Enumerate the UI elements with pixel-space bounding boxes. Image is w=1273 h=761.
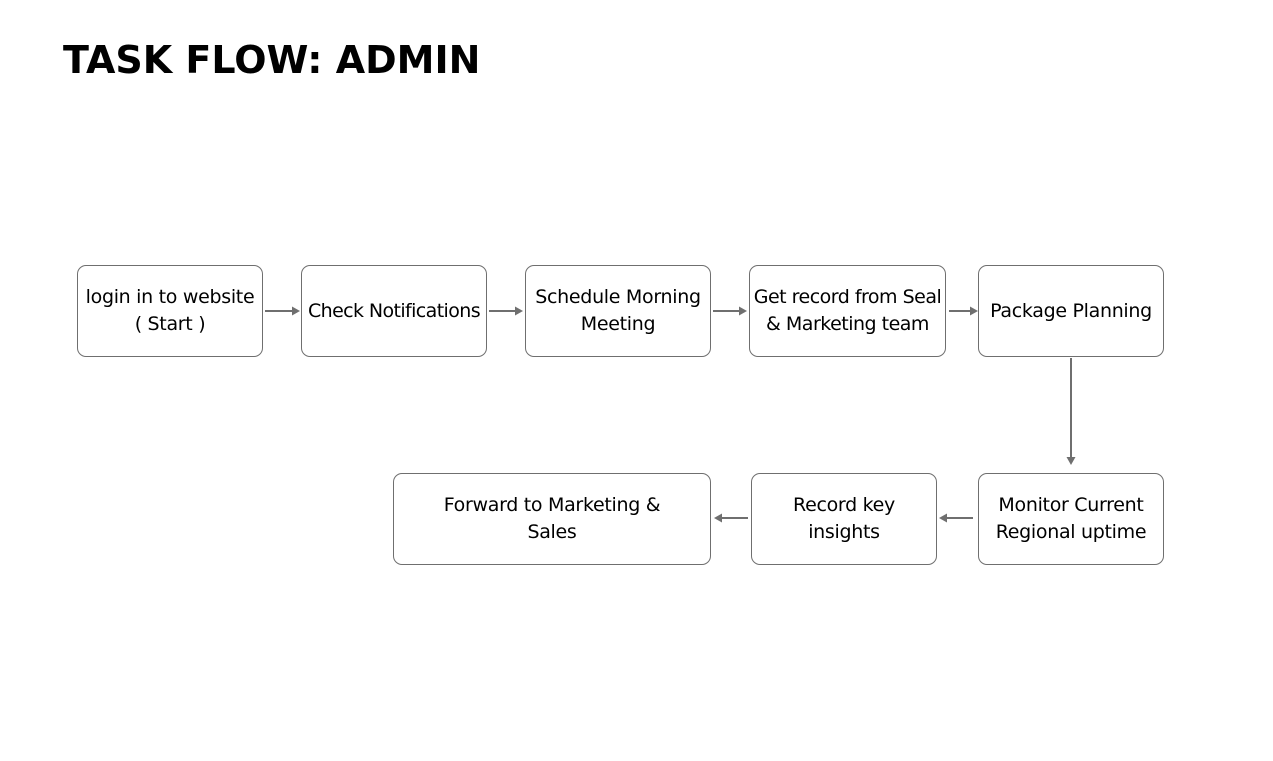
arrow-n5-to-n6 [1066,358,1076,465]
flow-step-schedule-meeting: Schedule Morning Meeting [525,265,711,357]
arrow-n4-to-n5 [949,306,978,316]
arrow-n1-to-n2 [265,306,300,316]
flow-step-label: Check Notifications [307,299,481,322]
arrow-n3-to-n4 [713,306,747,316]
arrow-n6-to-n7 [939,513,973,523]
arrow-n2-to-n3 [489,306,523,316]
flow-step-label: Schedule Morning Meeting [535,286,701,335]
page-title: TASK FLOW: ADMIN [63,38,481,82]
flow-step-label: Package Planning [990,299,1152,322]
flow-step-get-record: Get record from Seal & Marketing team [749,265,946,357]
arrow-n7-to-n8 [714,513,748,523]
flow-step-label: Record key insights [793,494,895,543]
flow-step-record-insights: Record key insights [751,473,937,565]
flow-step-forward: Forward to Marketing & Sales [393,473,711,565]
flow-step-login: login in to website ( Start ) [77,265,263,357]
flow-step-package-planning: Package Planning [978,265,1164,357]
flow-step-label: Monitor Current Regional uptime [995,494,1147,543]
flow-step-label: login in to website ( Start ) [85,286,255,335]
flow-step-label: Get record from Seal & Marketing team [753,286,942,335]
flow-step-check-notifications: Check Notifications [301,265,487,357]
flow-step-label: Forward to Marketing & Sales [443,494,661,543]
flow-step-monitor-uptime: Monitor Current Regional uptime [978,473,1164,565]
